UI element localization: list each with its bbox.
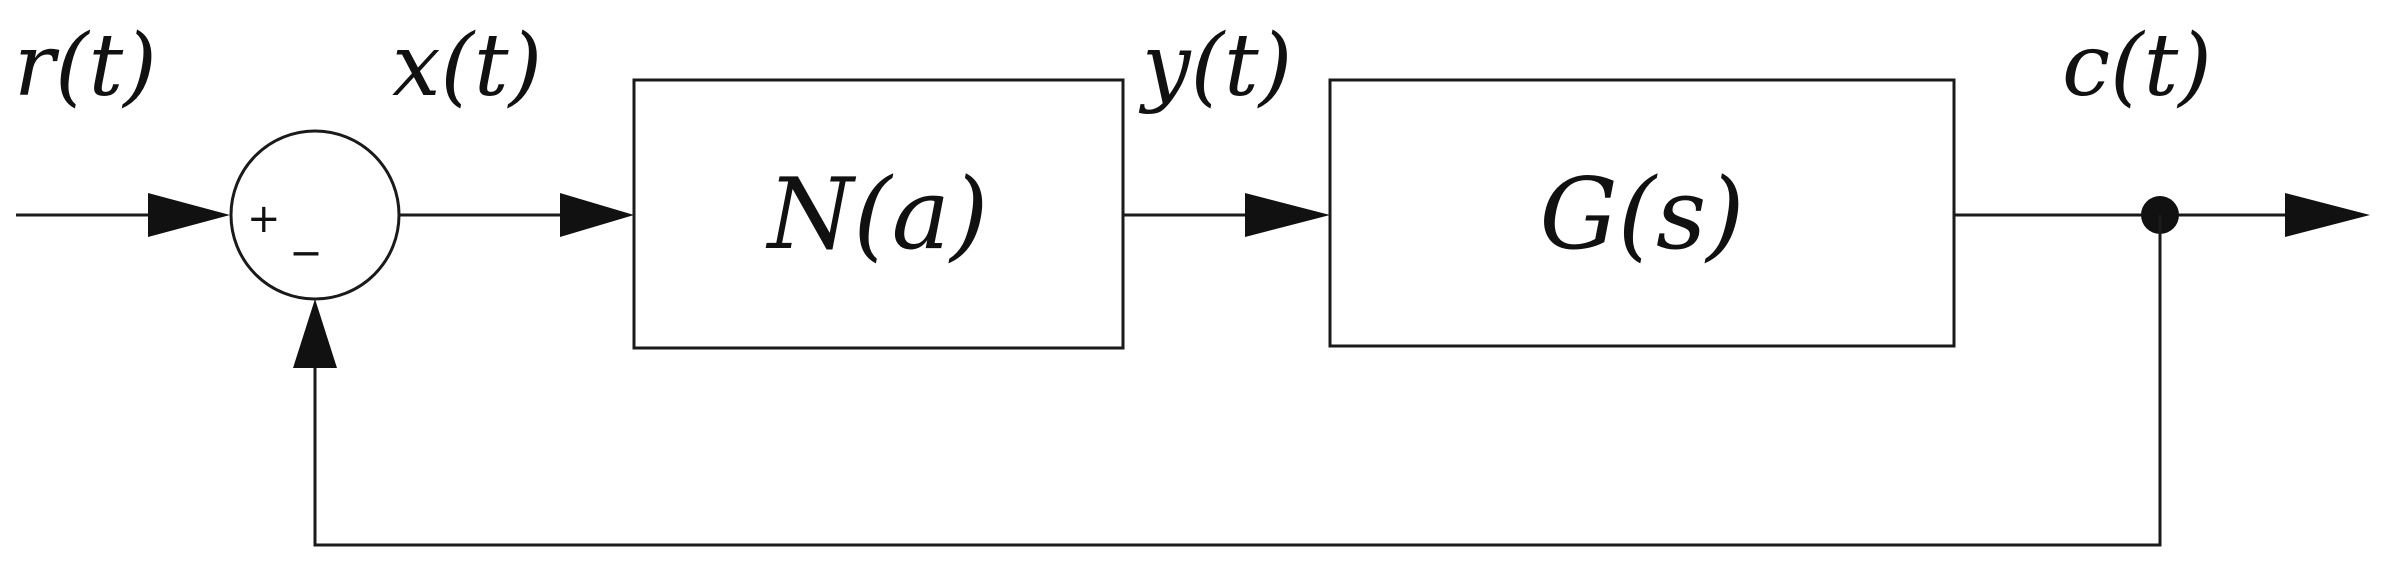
nonlinear-block-label: N(a) bbox=[766, 158, 989, 272]
error-arrow bbox=[560, 193, 634, 237]
feedback-wire bbox=[313, 215, 2162, 547]
summing-minus-sign: _ bbox=[293, 200, 319, 256]
plant-block-label: G(s) bbox=[1539, 158, 1744, 272]
summing-plus-sign: + bbox=[247, 196, 281, 242]
label-reference-input: r(t) bbox=[14, 16, 157, 116]
feedback-arrow bbox=[293, 299, 337, 368]
nonlinear-block bbox=[632, 78, 1125, 350]
output-arrow bbox=[2285, 193, 2370, 237]
label-error-signal: x(t) bbox=[392, 16, 542, 116]
input-arrow bbox=[148, 193, 230, 237]
nonlinear-output-arrow bbox=[1245, 193, 1330, 237]
label-nonlinear-output: y(t) bbox=[1138, 16, 1292, 116]
plant-block bbox=[1328, 78, 1956, 348]
label-system-output: c(t) bbox=[2062, 16, 2212, 116]
